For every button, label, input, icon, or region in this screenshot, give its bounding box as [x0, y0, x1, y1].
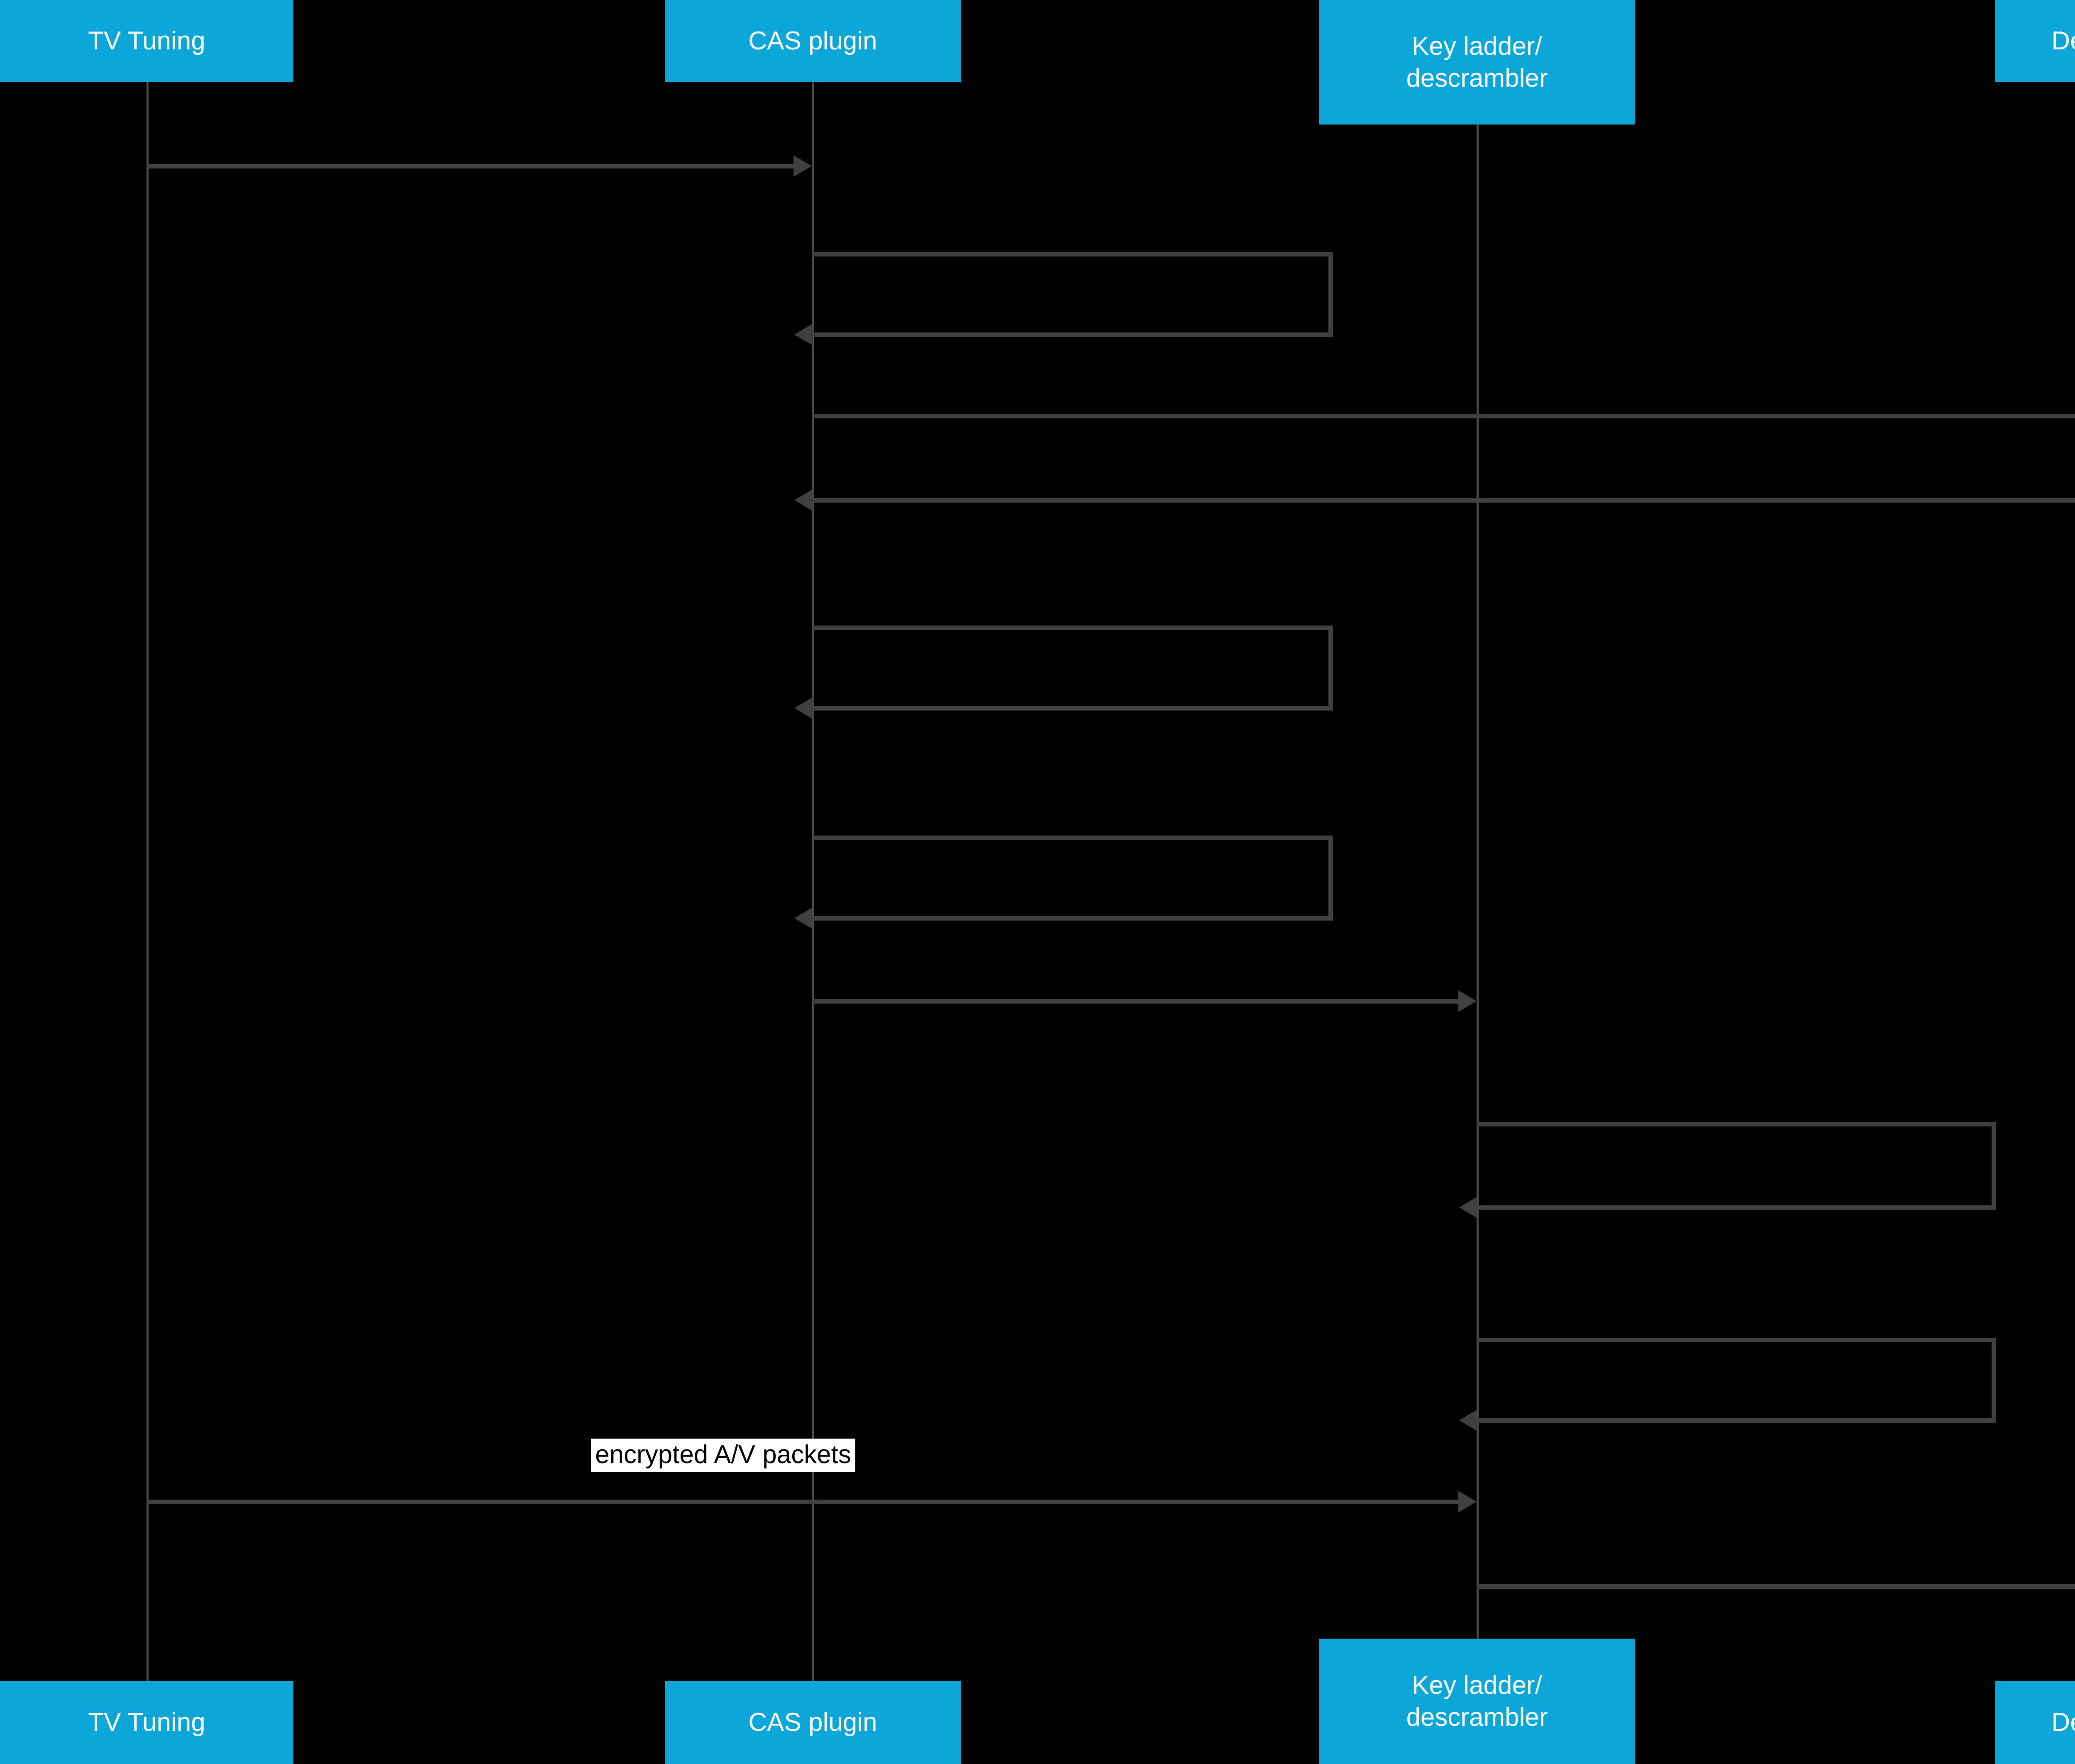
participant-bottom-decode-display[interactable]: Decode, display — [1995, 1681, 2075, 1764]
message-11-label — [1618, 1544, 1627, 1551]
participant-top-key-ladder[interactable]: Key ladder/ descrambler — [1319, 0, 1635, 125]
participant-label: Key ladder/ descrambler — [1406, 32, 1548, 93]
participant-top-decode-display[interactable]: Decode, display — [1995, 0, 2075, 82]
arrowhead-left-icon — [794, 697, 813, 719]
arrowhead-left-icon — [794, 907, 813, 929]
message-line — [813, 414, 2075, 418]
message-5-label — [838, 581, 847, 588]
message-3-label — [1120, 374, 1129, 380]
message-7-label — [954, 959, 963, 965]
participant-label: TV Tuning — [88, 1708, 205, 1737]
message-line — [147, 1500, 1460, 1504]
arrowhead-left-icon — [794, 489, 813, 511]
arrowhead-left-icon — [794, 324, 813, 345]
participant-bottom-tv-tuning[interactable]: TV Tuning — [0, 1681, 293, 1764]
message-4-label — [1120, 457, 1129, 463]
message-9-label — [1502, 1293, 1511, 1300]
lifeline-tv-tuning — [146, 82, 149, 1681]
message-2-label — [838, 208, 847, 214]
self-message-loop — [813, 836, 1333, 921]
participant-label: Decode, display — [2051, 27, 2075, 56]
message-line — [813, 498, 2075, 503]
arrowhead-right-icon — [793, 155, 812, 177]
message-10-label: encrypted A/V packets — [591, 1439, 855, 1473]
participant-bottom-key-ladder[interactable]: Key ladder/ descrambler — [1319, 1639, 1635, 1764]
self-message-loop — [813, 252, 1333, 337]
participant-label: CAS plugin — [748, 1708, 877, 1737]
self-message-loop — [1477, 1338, 1996, 1423]
participant-label: Key ladder/ descrambler — [1406, 1671, 1548, 1732]
message-line — [147, 164, 795, 169]
self-message-loop — [813, 625, 1333, 711]
participant-bottom-cas-plugin[interactable]: CAS plugin — [665, 1681, 961, 1764]
participant-top-tv-tuning[interactable]: TV Tuning — [0, 0, 293, 82]
arrowhead-right-icon — [1458, 990, 1477, 1012]
message-line — [1477, 1584, 2075, 1589]
self-message-loop — [1477, 1122, 1996, 1210]
message-6-label — [838, 791, 847, 798]
lifeline-key-ladder — [1477, 125, 1479, 1639]
participant-label: CAS plugin — [748, 27, 877, 56]
participant-label: Decode, display — [2051, 1708, 2075, 1737]
message-line — [813, 999, 1460, 1004]
message-8-label — [1502, 1077, 1511, 1084]
arrowhead-left-icon — [1459, 1197, 1477, 1218]
message-1-label — [374, 125, 382, 131]
arrowhead-left-icon — [1459, 1410, 1477, 1431]
participant-label: TV Tuning — [88, 27, 205, 56]
arrowhead-right-icon — [1458, 1491, 1477, 1512]
participant-top-cas-plugin[interactable]: CAS plugin — [665, 0, 961, 82]
lifeline-cas-plugin — [812, 82, 814, 1681]
